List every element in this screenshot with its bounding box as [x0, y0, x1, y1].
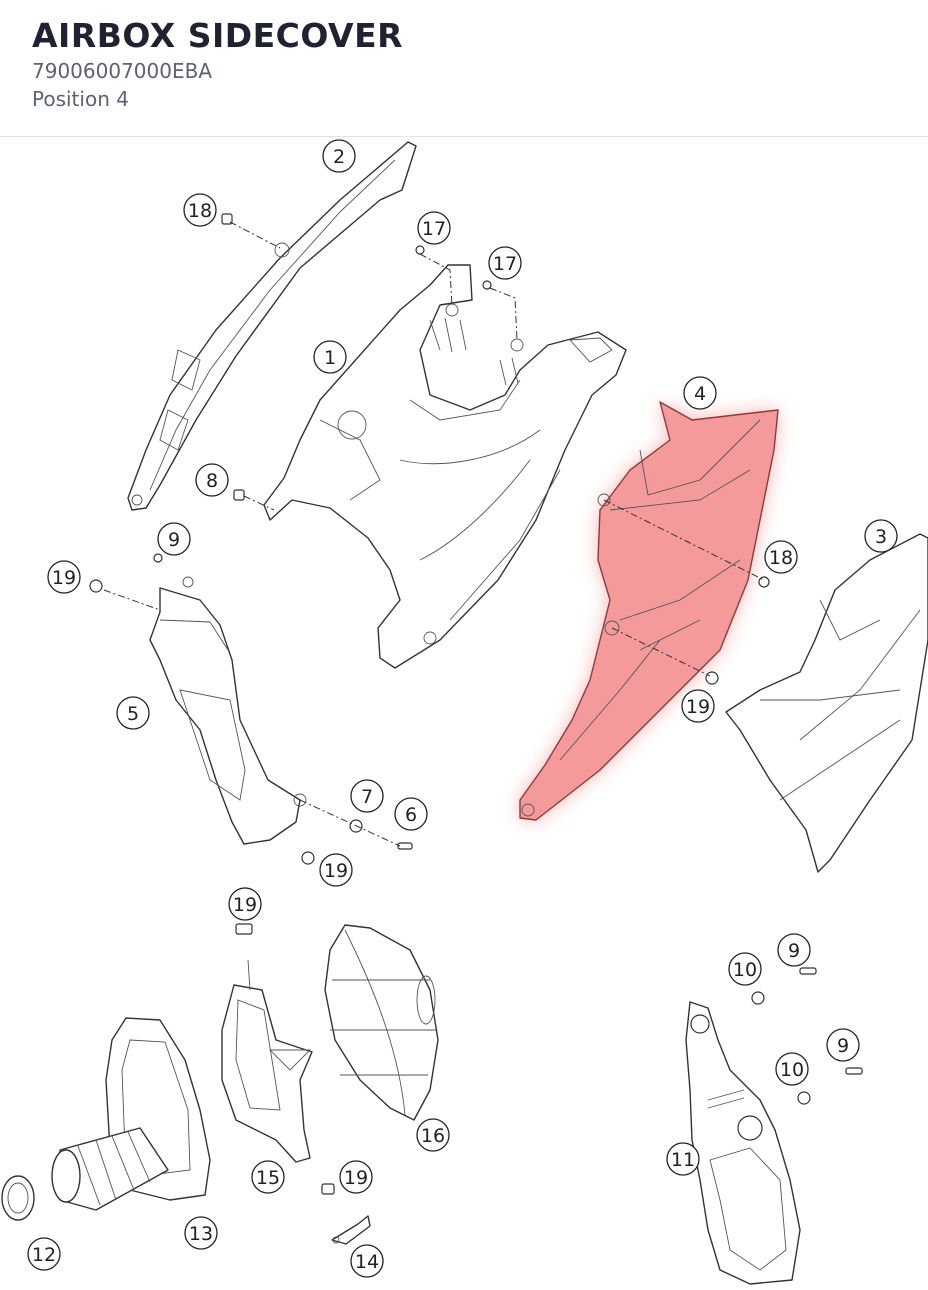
- part-14-clip[interactable]: [331, 1215, 371, 1245]
- callout-3: 3: [864, 519, 898, 553]
- callout-5: 5: [116, 696, 150, 730]
- callout-7: 7: [350, 779, 384, 813]
- part-16-air-filter[interactable]: [324, 924, 439, 1121]
- svg-text:12: 12: [32, 1244, 56, 1266]
- svg-text:3: 3: [875, 526, 887, 548]
- callout-19: 19: [319, 853, 353, 887]
- callout-9: 9: [777, 933, 811, 967]
- svg-text:10: 10: [780, 1059, 804, 1081]
- part-3-side-panel[interactable]: [725, 533, 928, 873]
- svg-text:1: 1: [324, 347, 336, 369]
- part-12-hose-clamp[interactable]: [1, 1175, 35, 1221]
- callout-18: 18: [183, 193, 217, 227]
- intake-boot: [51, 1127, 169, 1211]
- callout-17: 17: [488, 246, 522, 280]
- svg-text:11: 11: [671, 1149, 695, 1171]
- svg-text:9: 9: [788, 940, 800, 962]
- callout-1: 1: [313, 340, 347, 374]
- svg-text:4: 4: [694, 383, 706, 405]
- leader-lines: [103, 221, 765, 847]
- svg-text:17: 17: [493, 253, 517, 275]
- callout-13: 13: [184, 1216, 218, 1250]
- svg-text:7: 7: [361, 786, 373, 808]
- svg-text:5: 5: [127, 703, 139, 725]
- callout-6: 6: [394, 797, 428, 831]
- callout-19: 19: [339, 1160, 373, 1194]
- callout-9: 9: [157, 522, 191, 556]
- page-title: AIRBOX SIDECOVER: [32, 16, 404, 55]
- svg-text:18: 18: [188, 200, 212, 222]
- callout-10: 10: [775, 1052, 809, 1086]
- callout-10: 10: [728, 952, 762, 986]
- svg-text:16: 16: [421, 1125, 445, 1147]
- part-15-filter-cage[interactable]: [221, 959, 313, 1163]
- svg-text:19: 19: [324, 860, 348, 882]
- fasteners: [89, 213, 863, 1195]
- svg-text:19: 19: [52, 567, 76, 589]
- part-number: 79006007000EBA: [32, 59, 213, 83]
- callout-15: 15: [251, 1160, 285, 1194]
- callout-14: 14: [350, 1244, 384, 1278]
- callout-17: 17: [417, 211, 451, 245]
- callout-16: 16: [416, 1118, 450, 1152]
- svg-text:19: 19: [233, 894, 257, 916]
- callout-19: 19: [228, 887, 262, 921]
- svg-text:2: 2: [333, 146, 345, 168]
- part-1-airbox-housing[interactable]: [263, 264, 627, 669]
- svg-text:15: 15: [256, 1167, 280, 1189]
- svg-text:9: 9: [837, 1035, 849, 1057]
- callout-9: 9: [826, 1028, 860, 1062]
- callout-2: 2: [322, 139, 356, 173]
- svg-text:14: 14: [355, 1251, 379, 1273]
- callout-19: 19: [47, 560, 81, 594]
- callout-4: 4: [683, 376, 717, 410]
- part-11-side-bracket[interactable]: [685, 1001, 801, 1285]
- svg-text:9: 9: [168, 529, 180, 551]
- position-label: Position 4: [32, 87, 129, 111]
- callout-19: 19: [681, 689, 715, 723]
- page-header: AIRBOX SIDECOVER 79006007000EBA Position…: [0, 0, 928, 137]
- svg-text:17: 17: [422, 218, 446, 240]
- part-2-rear-strip[interactable]: [127, 141, 417, 511]
- part-4-airbox-sidecover-highlighted[interactable]: [519, 401, 779, 821]
- svg-text:19: 19: [686, 696, 710, 718]
- svg-text:19: 19: [344, 1167, 368, 1189]
- exploded-parts-diagram: 1 2 3 4 5 6 7 8 9 9 9 10 10 11 12 13 14 …: [1, 139, 928, 1285]
- svg-text:10: 10: [733, 959, 757, 981]
- svg-text:8: 8: [206, 470, 218, 492]
- callout-18: 18: [764, 540, 798, 574]
- svg-text:18: 18: [769, 547, 793, 569]
- svg-text:13: 13: [189, 1223, 213, 1245]
- part-5-airbox-holder[interactable]: [149, 576, 307, 845]
- svg-text:6: 6: [405, 804, 417, 826]
- callout-11: 11: [666, 1142, 700, 1176]
- callout-8: 8: [195, 463, 229, 497]
- callout-12: 12: [27, 1237, 61, 1271]
